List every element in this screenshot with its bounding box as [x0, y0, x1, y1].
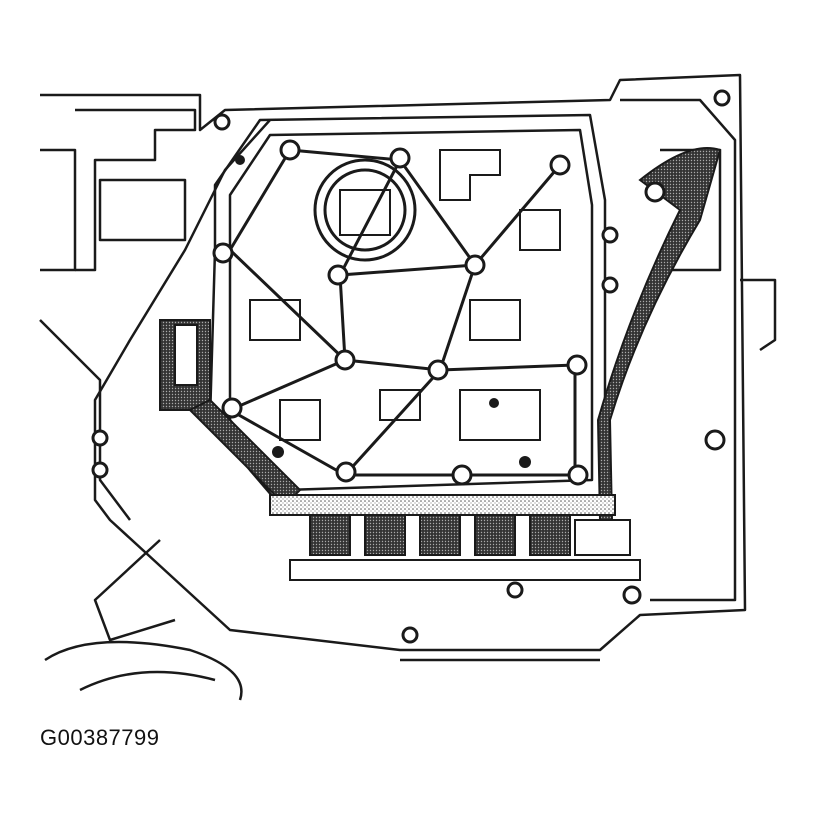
wiring-harness [596, 147, 722, 521]
left-connector [159, 319, 302, 507]
pocket-outlines [249, 149, 561, 441]
center-bore [313, 158, 417, 262]
figure-id-label: G00387799 [40, 725, 160, 750]
detail-dots [235, 155, 531, 468]
solenoid-row [269, 494, 641, 581]
bolt-holes [91, 89, 731, 644]
